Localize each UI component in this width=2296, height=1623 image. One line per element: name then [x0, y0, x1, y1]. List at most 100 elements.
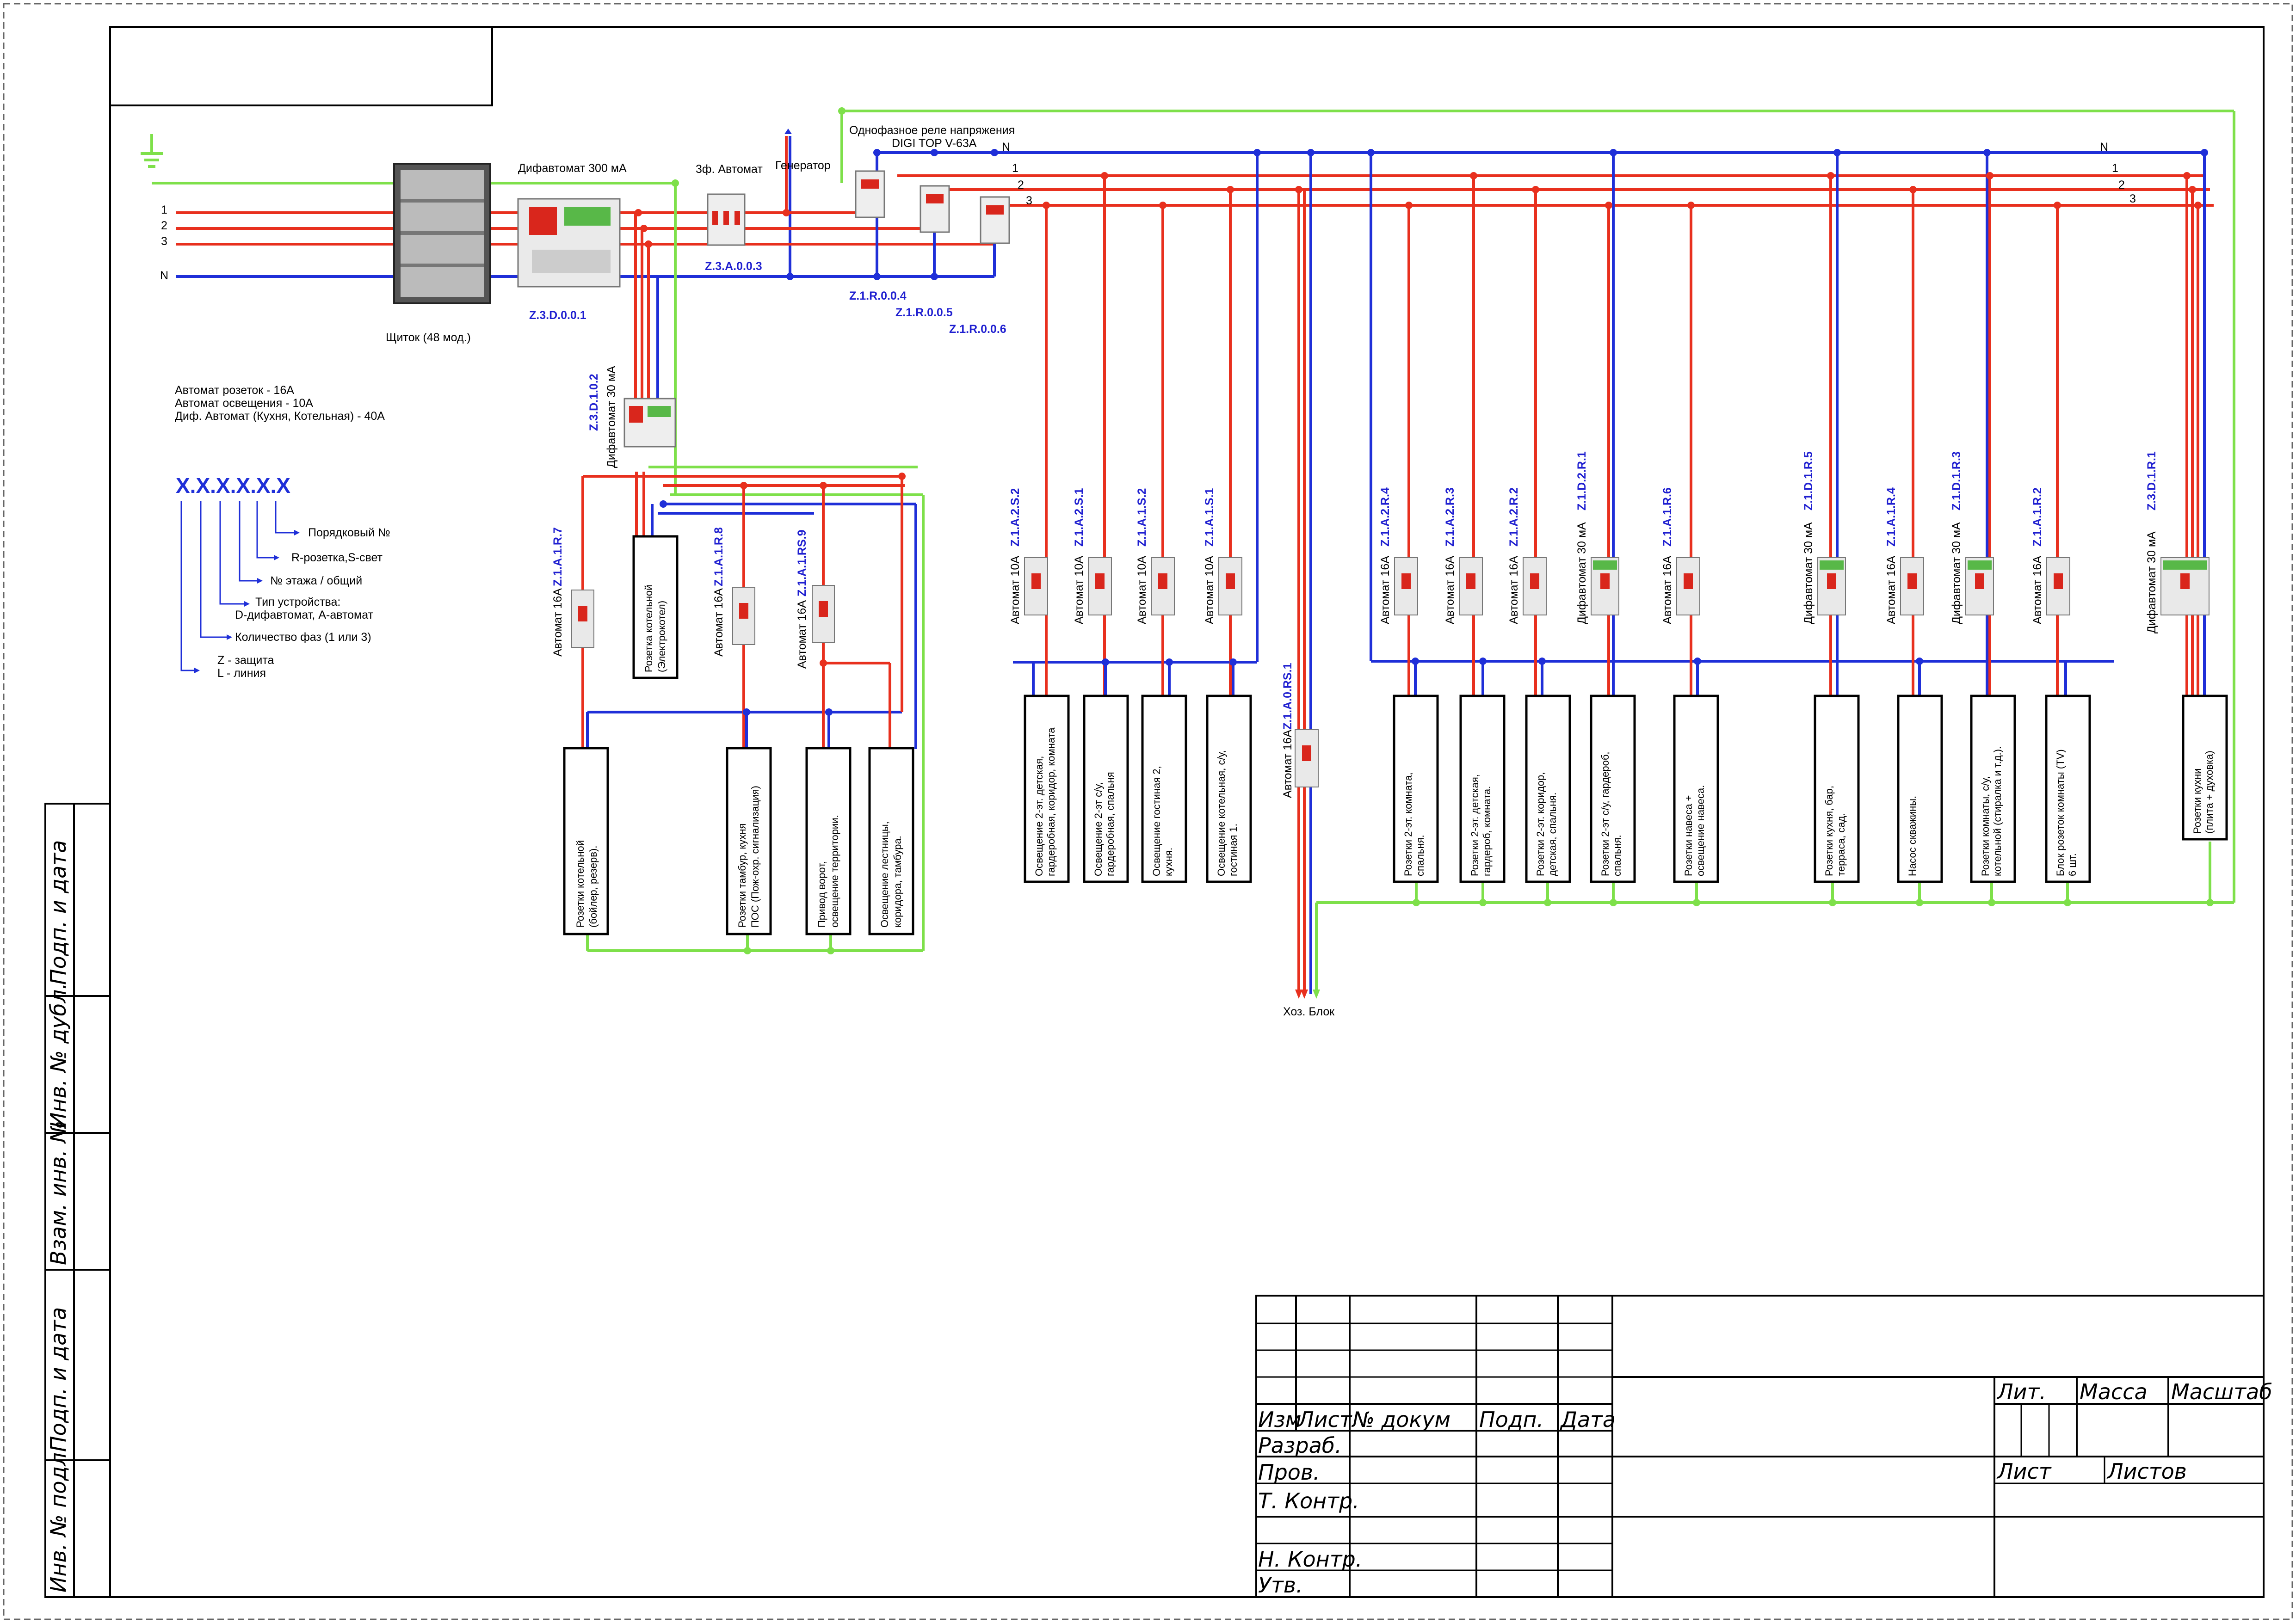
main-rcbo-code: Z.3.D.0.0.1: [529, 309, 586, 322]
three-phase-breaker-icon: [707, 193, 746, 246]
breaker-label: Автомат 16А: [2031, 556, 2044, 624]
breaker-handle: [1975, 573, 1984, 589]
tb-norm-control: Н. Контр.: [1258, 1547, 1362, 1572]
breaker-code: Z.1.D.2.R.1: [1575, 451, 1588, 510]
hoz-breaker-label: Автомат 16А: [1281, 730, 1294, 798]
main-rcbo-label: Дифавтомат 300 мА: [518, 162, 627, 175]
breaker-label: Автомат 10А: [1136, 556, 1148, 624]
breaker-label: Дифавтомат 30 мА: [1802, 522, 1815, 624]
load-box: [1206, 695, 1252, 883]
relay-label-line1: Однофазное реле напряжения: [849, 124, 1015, 137]
three-phase-breaker-label: 3ф. Автомат: [696, 163, 763, 176]
bus-n-label-left: N: [1002, 141, 1010, 154]
tb-date: Дата: [1560, 1407, 1616, 1432]
load-text: Освещение 2-эт. детская,: [1033, 756, 1045, 876]
stamp-sign-date-1: Подп. и дата: [46, 840, 71, 985]
breaker-code: Z.1.A.2.S.1: [1073, 488, 1086, 547]
breaker-label: Дифавтомат 30 мА: [2145, 531, 2158, 633]
bus-2-label-right: 2: [2118, 178, 2125, 191]
load-text: Розетки 2-эт. комната,: [1402, 772, 1414, 876]
bus-n-label-right: N: [2100, 141, 2108, 154]
relay-code-2: Z.1.R.0.0.5: [895, 306, 953, 319]
devices: Щиток (48 мод.) Дифавтомат 300 мА Z.3.D.…: [386, 124, 1335, 1018]
rcd-30ma-code: Z.3.D.1.0.2: [587, 374, 600, 431]
breaker-code: Z.1.A.2.R.4: [1379, 487, 1392, 547]
load-box: [1590, 695, 1636, 883]
rcd-30ma-label: Дифавтомат 30 мА: [605, 366, 618, 468]
load-text: гардеробная, коридор, комната: [1045, 727, 1057, 876]
stamp-dup-inv: Инв. № дубл.: [46, 983, 71, 1128]
tb-tech-control: Т. Контр.: [1258, 1488, 1359, 1513]
junction-dots: [635, 107, 2214, 954]
breaker-handle: [2054, 573, 2063, 589]
breaker-label: Автомат 10А: [1009, 556, 1022, 624]
relay-code-1: Z.1.R.0.0.4: [849, 289, 907, 302]
load-box: [2045, 695, 2091, 883]
breaker-code: Z.1.A.1.R.4: [1885, 487, 1898, 547]
load-text: Освещение 2-эт с/у,: [1092, 782, 1104, 876]
load-text: Розетки 2-эт. коридор,: [1535, 772, 1546, 876]
breaker-handle: [1401, 573, 1411, 589]
breaker-label: Автомат 16А: [1379, 556, 1392, 624]
stamp-sign-date-2: Подп. и дата: [46, 1307, 71, 1452]
legend-code: X.X.X.X.X.X: [176, 473, 290, 498]
breaker-label: Дифавтомат 30 мА: [1950, 522, 1963, 624]
phase-2-label: 2: [161, 219, 167, 232]
tb-izm: Изм: [1258, 1407, 1302, 1432]
load-box: [1525, 695, 1571, 883]
load-text: Освещение лестницы,: [879, 821, 890, 928]
legend-item-device: Тип устройства:: [255, 596, 340, 609]
left-breaker-3-code: Z.1.A.1.RS.9: [796, 530, 809, 597]
breaker-handle: [2180, 573, 2190, 589]
tb-approved: Утв.: [1258, 1573, 1303, 1598]
breaker-label: Автомат 16А: [1661, 556, 1674, 624]
breaker-label: Дифавтомат 30 мА: [1575, 522, 1588, 624]
left-breaker-icons: [571, 585, 835, 648]
phase-3-label: 3: [161, 235, 167, 248]
breaker-handle: [1684, 573, 1693, 589]
legend-item-l: L - линия: [217, 667, 266, 680]
ground-icon: [141, 134, 163, 168]
load-box: [1024, 695, 1070, 883]
load-text: спальня.: [1611, 835, 1623, 876]
breaker-code: Z.1.A.1.S.2: [1136, 488, 1148, 547]
load-text: (Электрокотел): [656, 601, 667, 672]
load-box: [1141, 695, 1187, 883]
load-text: гардеробная, спальня: [1105, 772, 1116, 876]
tb-checked: Пров.: [1258, 1460, 1320, 1485]
tb-doc-no: № докум: [1351, 1407, 1450, 1432]
load-box: [1814, 695, 1860, 883]
bus-3-label-right: 3: [2129, 192, 2136, 205]
breaker-handle: [1907, 573, 1917, 589]
load-text: Розетка котельной: [643, 584, 654, 672]
load-box: [1673, 695, 1719, 883]
legend-item-phases: Количество фаз (1 или 3): [235, 631, 371, 644]
tb-list: Лист: [1297, 1407, 1352, 1432]
load-text: Привод ворот,: [816, 861, 827, 928]
load-text: (плита + духовка): [2203, 750, 2215, 834]
breaker-code: Z.1.A.1.R.2: [2031, 487, 2044, 547]
phase-1-label: 1: [161, 203, 167, 216]
load-text: (бойлер, резерв).: [587, 846, 599, 928]
load-text: Насос скважины.: [1907, 796, 1918, 876]
load-text: детская, спальня.: [1547, 793, 1558, 876]
load-box: [2182, 695, 2228, 841]
load-box: [805, 747, 852, 935]
bus-1-label-left: 1: [1012, 162, 1018, 175]
breaker-handle: [1095, 573, 1105, 589]
left-breaker-1-label: Автомат 16А: [551, 588, 564, 657]
breaker-handle: [1226, 573, 1235, 589]
load-text: Освещение гостиная 2,: [1151, 766, 1162, 876]
tb-lit: Лит.: [1996, 1379, 2046, 1404]
panel-label: Щиток (48 мод.): [386, 331, 471, 344]
left-breaker-3-label: Автомат 16А: [796, 600, 809, 669]
legend-item-type: R-розетка,S-свет: [291, 551, 383, 564]
legend-item-floor: № этажа / общий: [270, 574, 362, 587]
breaker-label: Автомат 16А: [1507, 556, 1520, 624]
breaker-handle: [1827, 573, 1836, 589]
left-breaker-2-label: Автомат 16А: [712, 588, 725, 657]
breaker-code: Z.3.D.1.R.1: [2145, 451, 2158, 510]
breaker-handle: [1031, 573, 1041, 589]
